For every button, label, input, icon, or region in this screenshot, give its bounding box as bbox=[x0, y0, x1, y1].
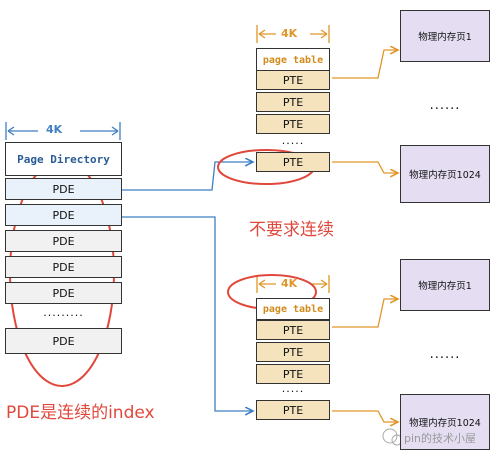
memory-page-label: 物理内存页1 bbox=[418, 32, 472, 43]
pte-entry-last: PTE bbox=[256, 400, 330, 420]
size-label-left: 4K bbox=[46, 123, 63, 136]
pde-note: PDE是连续的index bbox=[6, 403, 155, 423]
memory-ellipsis-top: ...... bbox=[429, 98, 461, 113]
page-table-title-bottom: page table bbox=[256, 298, 330, 320]
pte-label: PTE bbox=[282, 117, 304, 131]
memory-page-last-top: 物理内存页1024 bbox=[400, 145, 490, 203]
arrow-pde-to-bottom-table bbox=[122, 216, 253, 411]
pte-label: PTE bbox=[282, 95, 304, 109]
pde-ellipsis: ......... bbox=[43, 306, 84, 319]
arrow-top-table-to-mem1024 bbox=[332, 161, 398, 173]
pde-entry: PDE bbox=[5, 178, 122, 200]
memory-page-label: 物理内存页1024 bbox=[409, 418, 481, 429]
pde-entry: PDE bbox=[5, 230, 122, 252]
pde-label: PDE bbox=[52, 234, 75, 248]
arrow-top-table-to-mem1 bbox=[332, 50, 398, 79]
pte-label: PTE bbox=[282, 403, 304, 417]
pde-entry-last: PDE bbox=[5, 328, 122, 354]
size-label-bottom: 4K bbox=[281, 277, 298, 290]
pte-entry: PTE bbox=[256, 364, 330, 384]
pte-ellipsis-top: ..... bbox=[281, 134, 305, 147]
page-directory-title: Page Directory bbox=[5, 142, 122, 176]
memory-page-first-bottom: 物理内存页1 bbox=[400, 259, 490, 311]
arrow-bottom-table-to-mem1 bbox=[332, 299, 398, 328]
pde-label: PDE bbox=[52, 286, 75, 300]
memory-page-label: 物理内存页1 bbox=[418, 281, 472, 292]
pte-label: PTE bbox=[282, 323, 304, 337]
size-dimension-bottom bbox=[256, 275, 330, 293]
size-dimension-top bbox=[256, 25, 330, 43]
page-table-title-top: page table bbox=[256, 48, 330, 72]
pte-ellipsis-bottom: ..... bbox=[281, 382, 305, 395]
pte-label: PTE bbox=[282, 73, 304, 87]
pde-entry: PDE bbox=[5, 256, 122, 278]
pte-entry: PTE bbox=[256, 92, 330, 112]
pte-label: PTE bbox=[282, 155, 304, 169]
pde-label: PDE bbox=[52, 260, 75, 274]
arrow-bottom-table-to-mem1024 bbox=[332, 410, 398, 422]
pte-label: PTE bbox=[282, 367, 304, 381]
watermark-text: pin的技术小屋 bbox=[404, 432, 477, 445]
memory-page-last-bottom: 物理内存页1024 bbox=[400, 394, 490, 450]
pte-label: PTE bbox=[282, 345, 304, 359]
pde-label: PDE bbox=[52, 182, 75, 196]
pte-entry: PTE bbox=[256, 342, 330, 362]
pde-entry: PDE bbox=[5, 204, 122, 226]
pde-entry: PDE bbox=[5, 282, 122, 304]
size-label-top: 4K bbox=[281, 27, 298, 40]
memory-page-label: 物理内存页1024 bbox=[409, 170, 481, 181]
pte-entry: PTE bbox=[256, 114, 330, 134]
pde-label: PDE bbox=[52, 334, 75, 348]
size-dimension-left bbox=[5, 122, 121, 140]
pte-entry-last: PTE bbox=[256, 152, 330, 172]
pte-entry: PTE bbox=[256, 320, 330, 340]
pte-entry: PTE bbox=[256, 70, 330, 90]
pde-label: PDE bbox=[52, 208, 75, 222]
arrow-pde-to-top-table bbox=[122, 162, 253, 191]
not-contiguous-note: 不要求连续 bbox=[249, 220, 334, 240]
memory-ellipsis-bottom: ...... bbox=[429, 347, 461, 362]
memory-page-first-top: 物理内存页1 bbox=[400, 10, 490, 62]
